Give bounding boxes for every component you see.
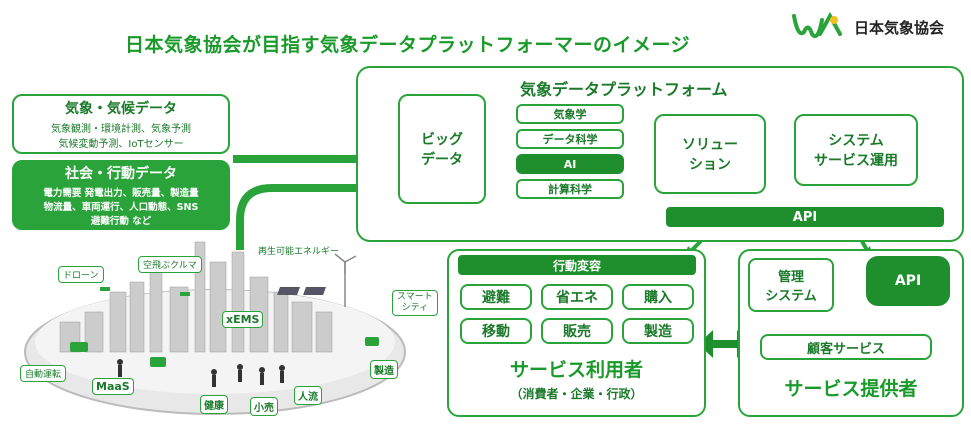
mgmt-system-box: 管理 システム: [748, 258, 834, 312]
users-providers-shaft: [713, 340, 737, 348]
action-evacuation: 避難: [460, 284, 532, 310]
label-flying-car: 空飛ぶクルマ: [138, 256, 202, 273]
service-users-subtitle: （消費者・企業・行政）: [510, 387, 643, 401]
label-renewable: 再生可能エネルギー: [258, 247, 340, 257]
social-data-line3: 避難行動 など: [90, 216, 152, 227]
label-drone: ドローン: [58, 266, 104, 283]
solution-box: ソリュー ション: [654, 114, 766, 194]
data-arrow-shaft: [233, 155, 373, 163]
label-health: 健康: [200, 395, 228, 414]
social-data-box: 社会・行動データ 電力需要 発電出力、販売量、製造量 物流量、車両運行、人口動態…: [12, 160, 230, 230]
smart-city-line1: スマート: [397, 292, 433, 302]
big-data-line1: ビッグ: [421, 132, 463, 148]
system-ops-box: システム サービス運用: [794, 114, 918, 186]
service-users-title: サービス利用者: [509, 359, 643, 381]
provider-api-box: API: [866, 256, 950, 306]
action-movement: 移動: [460, 318, 532, 344]
page-title: 日本気象協会が目指す気象データプラットフォーマーのイメージ: [125, 34, 691, 56]
science-computational: 計算科学: [516, 179, 624, 199]
service-providers-title: サービス提供者: [784, 378, 918, 400]
social-data-line2: 物流量、車両運行、人口動態、SNS: [43, 202, 199, 213]
weather-data-line2: 気候変動予測、IoTセンサー: [58, 139, 184, 150]
jwa-logo-icon: [792, 12, 842, 39]
science-ai: AI: [516, 154, 624, 174]
label-smart-city: スマート シティ: [392, 290, 438, 316]
mgmt-line1: 管理: [777, 270, 804, 285]
customer-service-box: 顧客サービス: [760, 334, 932, 360]
action-energy-saving: 省エネ: [541, 284, 613, 310]
city-arrow-shaft: [236, 184, 372, 250]
label-retail: 小売: [250, 397, 278, 416]
label-manufacturing: 製造: [370, 360, 398, 379]
platform-heading: 気象データプラットフォーム: [520, 80, 728, 99]
science-meteorology: 気象学: [516, 104, 624, 124]
social-data-heading: 社会・行動データ: [65, 166, 177, 182]
platform-api-bar: API: [666, 207, 944, 227]
label-maas: MaaS: [92, 378, 134, 395]
logo-text: 日本気象協会: [854, 18, 945, 37]
weather-data-heading: 気象・気候データ: [65, 101, 177, 117]
science-data-science: データ科学: [516, 129, 624, 149]
behavior-change-header: 行動変容: [458, 255, 696, 275]
mgmt-line2: システム: [765, 289, 817, 304]
social-data-line1: 電力需要 発電出力、販売量、製造量: [43, 188, 199, 199]
solution-line2: ション: [689, 157, 731, 173]
system-ops-line1: システム: [828, 133, 884, 149]
weather-data-line1: 気象観測・環境計測、気象予測: [51, 124, 191, 135]
weather-data-box: 気象・気候データ 気象観測・環境計測、気象予測 気候変動予測、IoTセンサー: [12, 94, 230, 154]
big-data-box: ビッグ データ: [398, 94, 486, 204]
label-xems: xEMS: [222, 311, 264, 328]
jwa-logo: 日本気象協会: [790, 12, 944, 42]
action-purchase: 購入: [622, 284, 694, 310]
label-autonomous: 自動運転: [20, 365, 67, 382]
system-ops-line2: サービス運用: [814, 153, 898, 169]
smart-city-line2: シティ: [401, 303, 429, 313]
label-people-flow: 人流: [294, 386, 322, 405]
action-manufacturing: 製造: [622, 318, 694, 344]
action-sales: 販売: [541, 318, 613, 344]
solution-line1: ソリュー: [682, 137, 738, 153]
big-data-line2: データ: [421, 152, 463, 168]
